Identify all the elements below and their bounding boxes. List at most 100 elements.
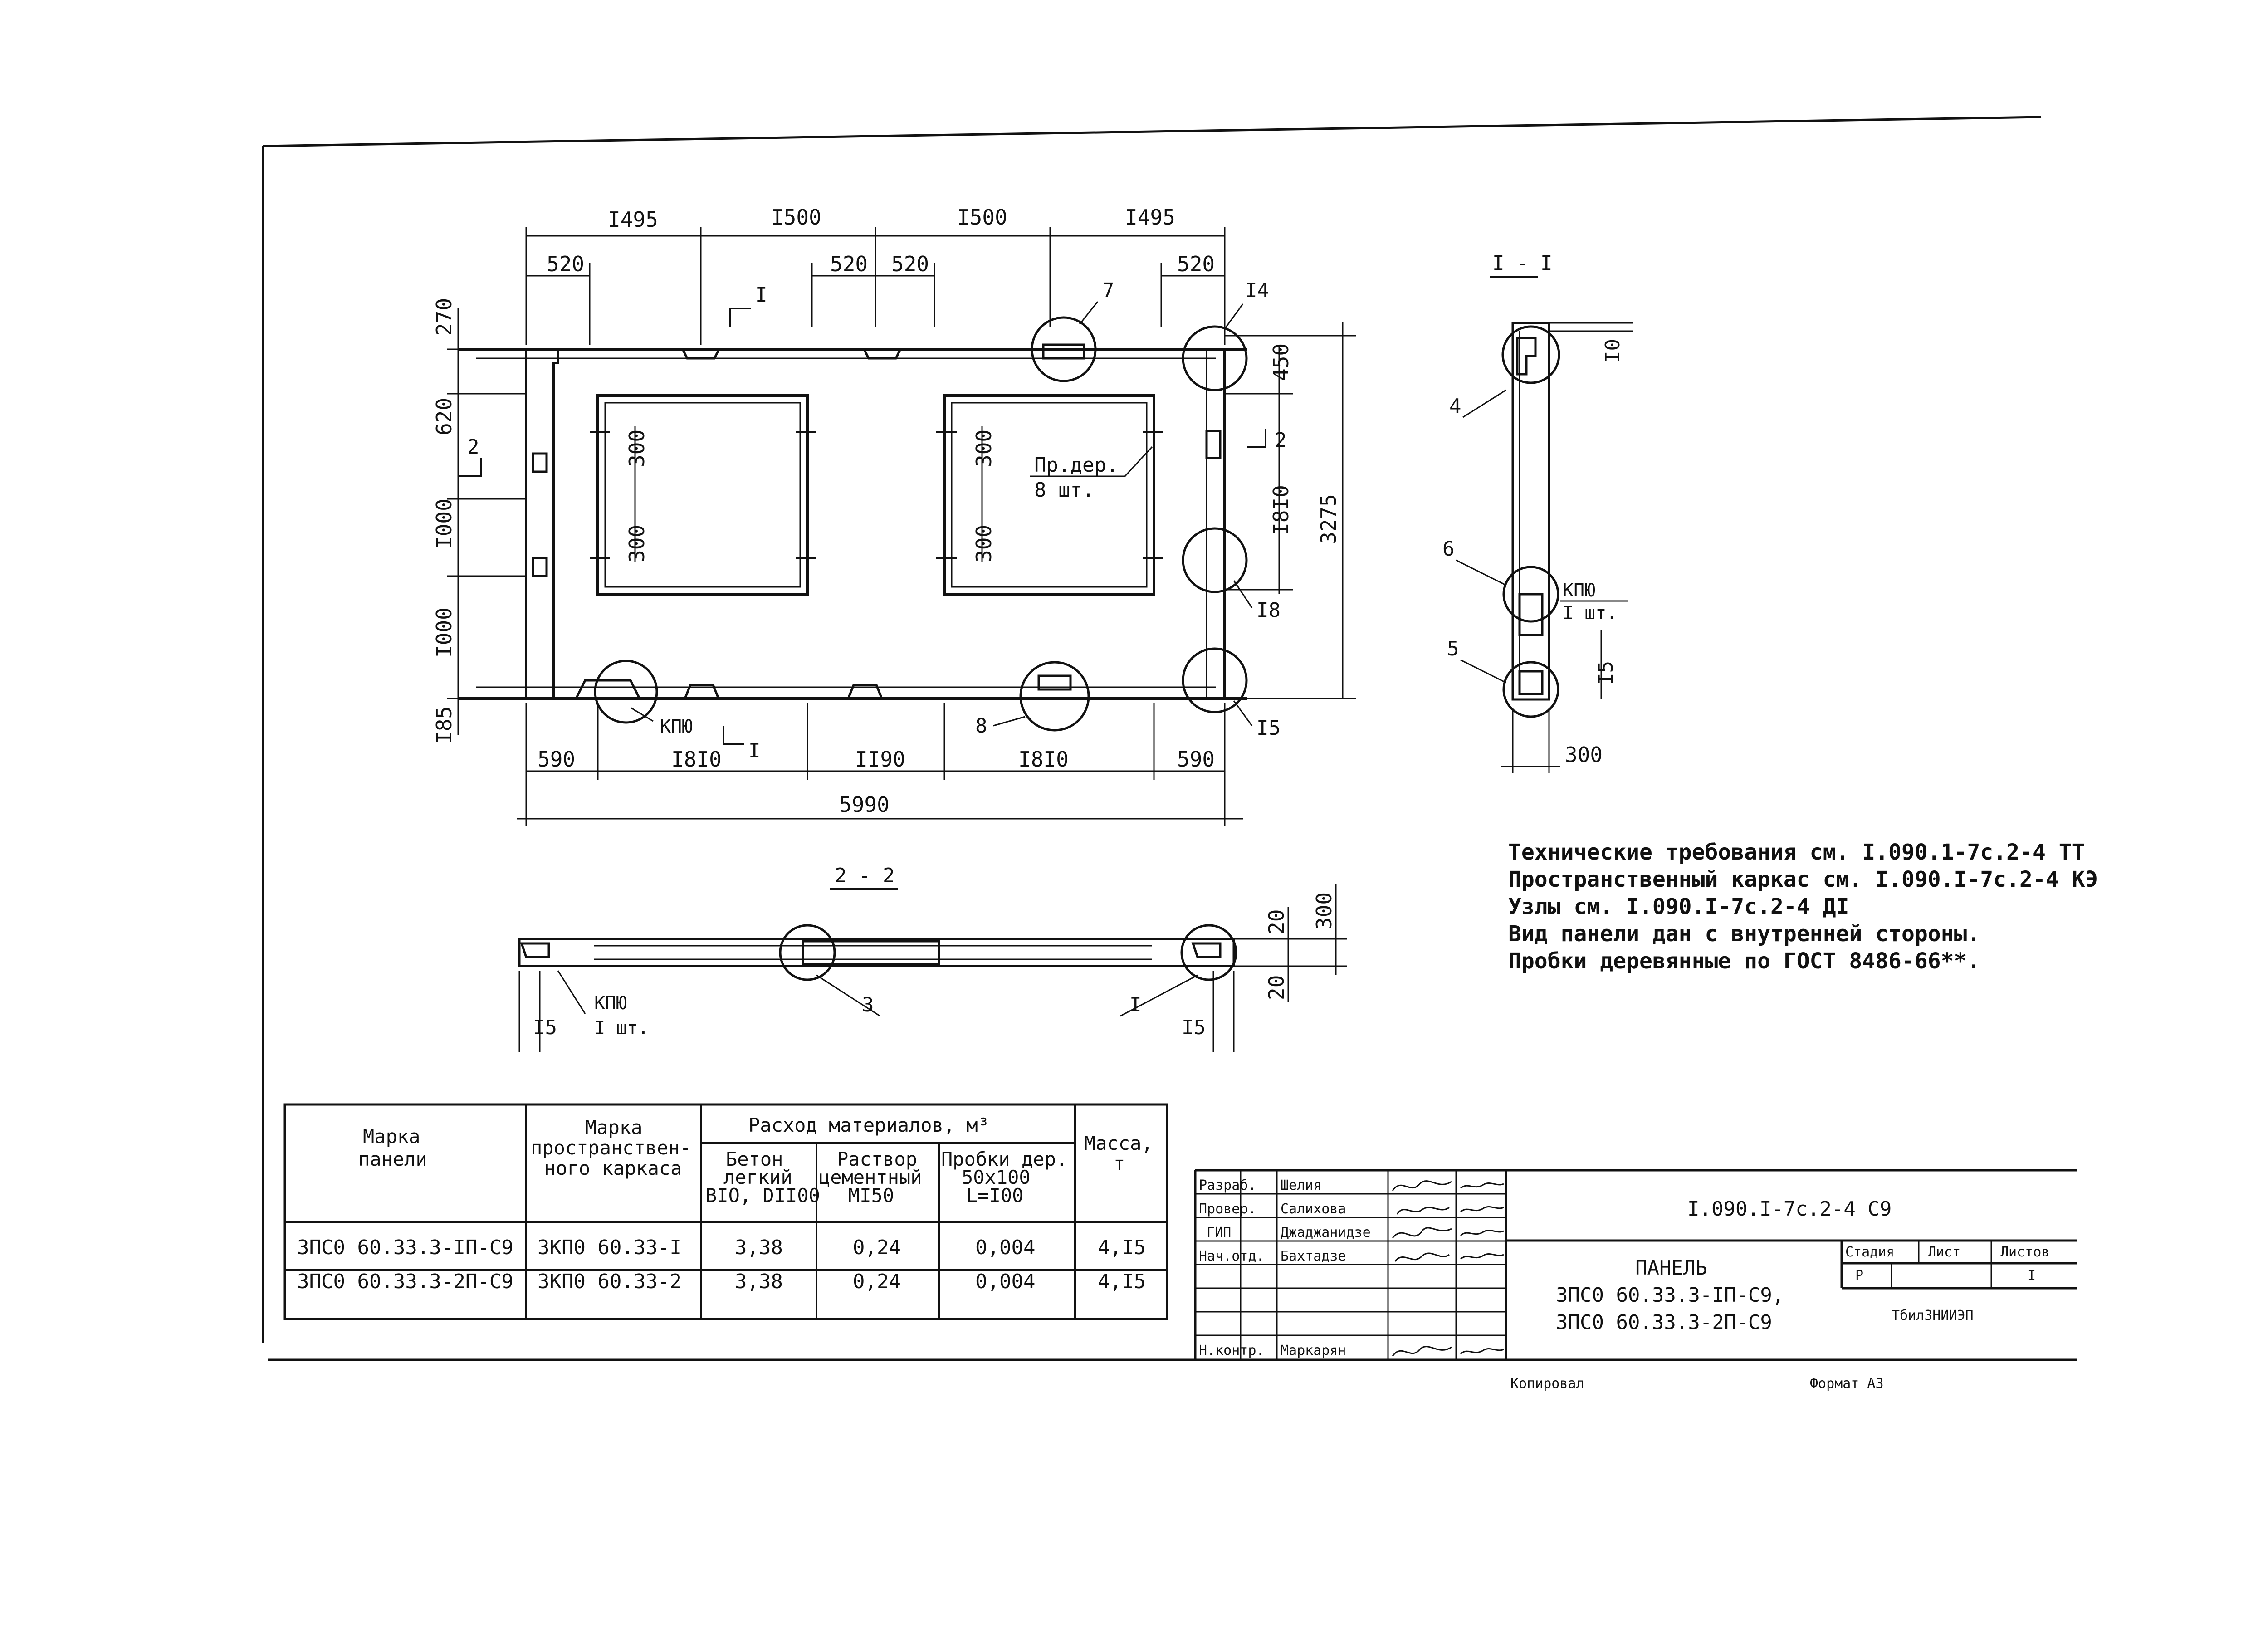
- section-1-callout-4: 4: [1449, 395, 1461, 418]
- signatures: [1392, 1180, 1504, 1357]
- th-group: Расход материалов, м³: [748, 1114, 989, 1136]
- section-2-title: 2 - 2: [835, 864, 894, 887]
- window-opening-right: [943, 394, 1155, 596]
- td-r1-c3: 3,38: [735, 1236, 783, 1259]
- bottom-dimension-lines: [517, 703, 1243, 826]
- tb-org: ТбилЗНИИЭП: [1892, 1308, 1974, 1324]
- td-r1-c5: 0,004: [975, 1236, 1035, 1259]
- td-r1-c6: 4,I5: [1098, 1236, 1146, 1259]
- section-2-callout-1: I: [1129, 993, 1142, 1016]
- tb-stage-header: Стадия: [1845, 1244, 1894, 1260]
- note-2: Пространственный каркас см. I.090.I-7с.2…: [1508, 867, 2098, 892]
- th-sub1-l1: Бетон: [726, 1148, 783, 1170]
- section-2-dim-300: 300: [1312, 892, 1336, 930]
- th-col2-l2: пространствен-: [531, 1137, 691, 1159]
- tb-role-2: Провер.: [1199, 1201, 1256, 1217]
- section-1-callout-6: 6: [1442, 537, 1455, 561]
- td-r2-c1: 3ПС0 60.33.3-2П-С9: [297, 1270, 513, 1293]
- detail-circles: [594, 316, 1248, 732]
- dim-bottom-3: II90: [855, 747, 905, 772]
- tb-title-1: ПАНЕЛЬ: [1635, 1256, 1707, 1280]
- section-mark-1-top: I: [755, 283, 767, 307]
- tb-format: Формат А3: [1810, 1376, 1884, 1392]
- td-r1-c4: 0,24: [853, 1236, 901, 1259]
- panel-plan: I495 I500 I500 I495 520 520 520 520 270 …: [432, 205, 1356, 826]
- anchor-lugs: [532, 348, 1222, 699]
- dim-bottom-1: 590: [538, 747, 575, 772]
- tb-role-1: Разраб.: [1199, 1177, 1256, 1193]
- td-r2-c2: 3КП0 60.33-2: [538, 1270, 682, 1293]
- spec-table: Марка панели Марка пространствен- ного к…: [284, 1103, 1168, 1320]
- plugs-count: 8 шт.: [1034, 479, 1094, 502]
- dim-sub-3: 520: [891, 252, 929, 276]
- th-col2-l1: Марка: [585, 1116, 642, 1138]
- title-block: Разраб. Провер. ГИП Нач.отд. Н.контр. Ше…: [1194, 1169, 2077, 1392]
- th-sub2-l3: MI50: [848, 1184, 894, 1207]
- section-mark-1-bottom: I: [748, 739, 761, 762]
- dim-top-3: I500: [957, 205, 1007, 230]
- callout-8: 8: [975, 714, 987, 738]
- td-r1-c1: 3ПС0 60.33.3-IП-С9: [297, 1236, 513, 1259]
- th-sub3-l1: Пробки дер.: [941, 1148, 1067, 1170]
- plugs-note: Пр.дер.: [1034, 454, 1118, 477]
- section-mark-2-left: 2: [467, 435, 479, 459]
- dim-bottom-4: I8I0: [1018, 747, 1069, 772]
- dim-right-3: 3275: [1316, 494, 1341, 544]
- dim-bottom-2: I8I0: [671, 747, 722, 772]
- tb-role-4: Нач.отд.: [1199, 1248, 1265, 1264]
- left-dimension-lines: [447, 308, 526, 735]
- section-1-title: I - I: [1492, 252, 1552, 275]
- dim-opening-1: 300: [625, 430, 649, 467]
- dim-left-5: I85: [432, 706, 456, 744]
- note-4: Вид панели дан с внутренней стороны.: [1508, 921, 1980, 947]
- tb-copied: Копировал: [1510, 1376, 1584, 1392]
- dim-sub-4: 520: [1177, 252, 1215, 276]
- tb-stage-value: Р: [1855, 1268, 1863, 1284]
- td-r2-c3: 3,38: [735, 1270, 783, 1293]
- tb-name-4: Бахтадзе: [1281, 1248, 1346, 1264]
- tb-name-2: Салихова: [1281, 1201, 1346, 1217]
- section-mark-2-right: 2: [1275, 429, 1287, 452]
- tb-name-7: Маркарян: [1281, 1343, 1346, 1358]
- wooden-plugs: [590, 431, 1163, 559]
- th-sub3-l3: L=I00: [966, 1184, 1023, 1207]
- tb-doc-code: I.090.I-7с.2-4 С9: [1687, 1197, 1892, 1221]
- section-2-dim-right: I5: [1182, 1016, 1206, 1039]
- tb-title-2: 3ПС0 60.33.3-IП-С9,: [1556, 1284, 1784, 1307]
- dim-left-3: I000: [432, 498, 456, 549]
- section-2-dim-20b: 20: [1264, 975, 1289, 1000]
- th-sub3-l2: 50х100: [962, 1166, 1031, 1188]
- dim-sub-2: 520: [830, 252, 868, 276]
- tb-title-3: 3ПС0 60.33.3-2П-С9: [1556, 1311, 1772, 1334]
- tb-name-3: Джаджанидзе: [1281, 1225, 1371, 1241]
- section-1-dim-15: I5: [1594, 661, 1618, 685]
- dim-right-2: I8I0: [1269, 485, 1293, 535]
- dim-left-4: I000: [432, 607, 456, 658]
- tb-role-3: ГИП: [1207, 1225, 1231, 1241]
- section-1-callout-5: 5: [1447, 637, 1459, 660]
- dim-total-width: 5990: [839, 792, 890, 817]
- section-2-2: 2 - 2 20 20 300 I5 I5 КПЮ I шт.: [518, 864, 1347, 1052]
- callout-15: I5: [1256, 717, 1281, 740]
- th-sub2-l2: цементный: [819, 1166, 922, 1188]
- plan-kpyu-label: КПЮ: [660, 716, 693, 737]
- dim-top-2: I500: [771, 205, 821, 230]
- tb-sheets-header: Листов: [2000, 1244, 2049, 1260]
- tb-sheet-header: Лист: [1928, 1244, 1960, 1260]
- td-r2-c5: 0,004: [975, 1270, 1035, 1293]
- tb-name-1: Шелия: [1281, 1177, 1321, 1193]
- th-sub1-l3: BIO, DII00: [705, 1184, 820, 1207]
- dim-left-2: 620: [432, 398, 456, 435]
- dim-sub-1: 520: [547, 252, 584, 276]
- th-sub1-l2: легкий: [723, 1166, 792, 1188]
- section-1-kpyu: КПЮ: [1563, 580, 1595, 601]
- dim-right-1: 450: [1269, 343, 1293, 381]
- th-col2-l3: ного каркаса: [544, 1157, 682, 1179]
- section-2-dim-20a: 20: [1264, 909, 1289, 934]
- section-2-kpyu-count: I шт.: [594, 1018, 649, 1039]
- dim-opening-4: 300: [972, 525, 996, 562]
- th-col6-l2: т: [1114, 1153, 1125, 1175]
- callout-18: I8: [1256, 599, 1281, 622]
- section-1-dim-10: I0: [1601, 339, 1624, 363]
